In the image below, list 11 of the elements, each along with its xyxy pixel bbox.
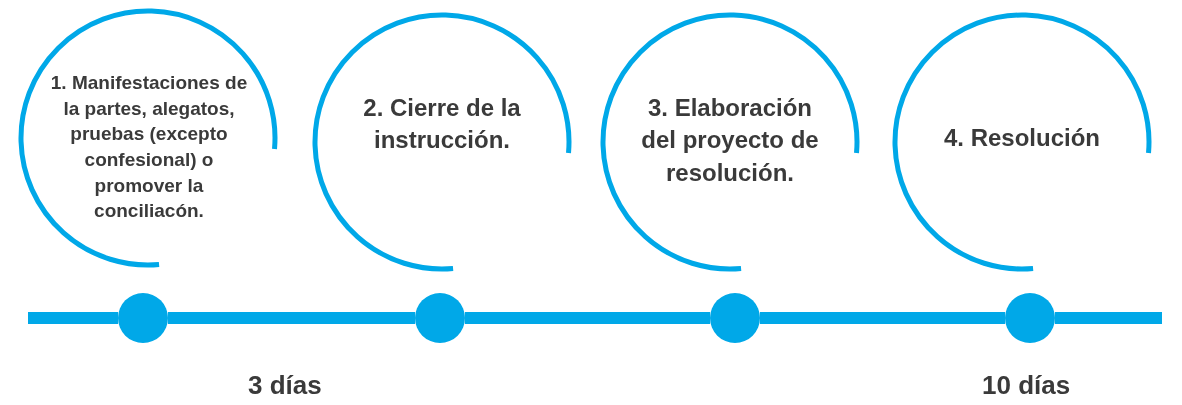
duration-label: 10 días — [982, 370, 1071, 401]
duration-label: 3 días — [248, 370, 322, 401]
timeline-bar — [465, 312, 710, 324]
timeline-bar — [760, 312, 1005, 324]
timeline-bar — [28, 312, 118, 324]
timeline-bar — [1055, 312, 1162, 324]
step-text: 2. Cierre de la instrucción. — [362, 93, 522, 156]
step-text: 4. Resolución — [942, 123, 1101, 153]
timeline-bar — [168, 312, 415, 324]
step-text: 1. Manifestaciones de la partes, alegatos, pruebas (excepto confesional) o promover la conciliacón. — [49, 71, 249, 224]
step-text: 3. Elaboración del proyecto de resolución. — [640, 93, 820, 188]
